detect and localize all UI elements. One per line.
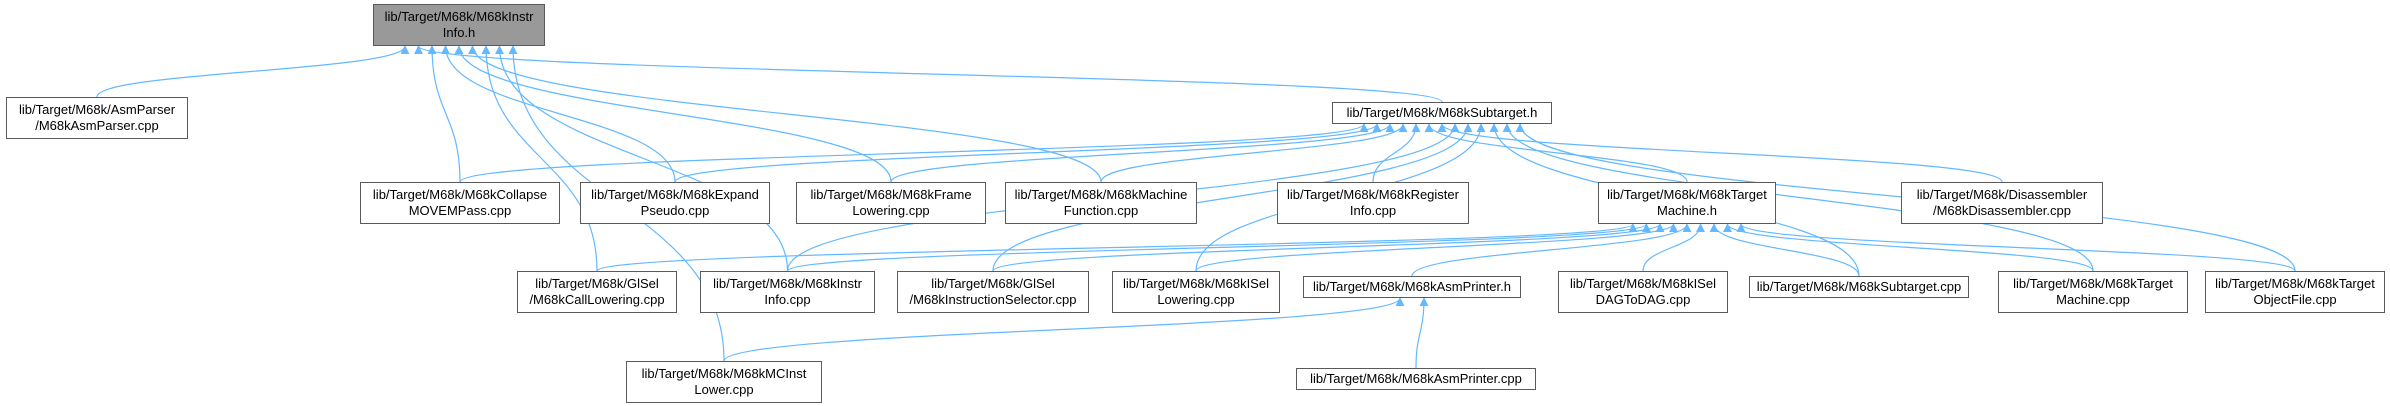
graph-node-isellowering-cpp[interactable]: lib/Target/M68k/M68kISel Lowering.cpp <box>1112 271 1280 313</box>
edge-asmprinter-h-to-targetmachine-h <box>1411 223 1692 277</box>
graph-node-disasm-cpp[interactable]: lib/Target/M68k/Disassembler /M68kDisass… <box>1901 182 2103 224</box>
graph-node-frame-cpp[interactable]: lib/Target/M68k/M68kFrame Lowering.cpp <box>796 182 986 224</box>
graph-node-instrinfo-h[interactable]: lib/Target/M68k/M68kInstr Info.h <box>373 4 545 46</box>
edge-subtarget-cpp-to-targetmachine-h <box>1709 223 1860 277</box>
graph-node-targetobj-cpp[interactable]: lib/Target/M68k/M68kTarget ObjectFile.cp… <box>2205 271 2385 313</box>
edge-targetmachine-h-to-subtarget-h <box>1424 123 1688 183</box>
edge-register-cpp-to-subtarget-h <box>1372 123 1421 183</box>
edge-expand-cpp-to-subtarget-h <box>674 123 1382 183</box>
graph-node-targetmachine-h[interactable]: lib/Target/M68k/M68kTarget Machine.h <box>1598 182 1776 224</box>
edge-targetmachine-cpp-to-targetmachine-h <box>1723 223 2094 272</box>
edge-calllowering-cpp-to-instrinfo-h <box>481 45 598 272</box>
graph-node-instrselector-cpp[interactable]: lib/Target/M68k/GlSel /M68kInstructionSe… <box>897 271 1089 313</box>
edge-collapse-cpp-to-subtarget-h <box>459 123 1369 183</box>
edge-machinefn-cpp-to-subtarget-h <box>1100 123 1408 183</box>
graph-node-collapse-cpp[interactable]: lib/Target/M68k/M68kCollapse MOVEMPass.c… <box>360 182 560 224</box>
graph-node-expand-cpp[interactable]: lib/Target/M68k/M68kExpand Pseudo.cpp <box>580 182 770 224</box>
graph-node-asmparser-cpp[interactable]: lib/Target/M68k/AsmParser /M68kAsmParser… <box>6 97 188 139</box>
graph-node-machinefn-cpp[interactable]: lib/Target/M68k/M68kMachine Function.cpp <box>1005 182 1197 224</box>
edge-instrinfo-cpp-to-targetmachine-h <box>786 223 1651 272</box>
edge-targetmachine-cpp-to-subtarget-h <box>1502 123 2094 272</box>
graph-node-instrinfo-cpp[interactable]: lib/Target/M68k/M68kInstr Info.cpp <box>700 271 875 313</box>
edge-instrinfo-cpp-to-instrinfo-h <box>495 45 789 272</box>
graph-node-subtarget-cpp[interactable]: lib/Target/M68k/M68kSubtarget.cpp <box>1749 276 1969 298</box>
edge-collapse-cpp-to-instrinfo-h <box>427 45 461 183</box>
edge-targetobj-cpp-to-targetmachine-h <box>1736 223 2296 272</box>
edge-frame-cpp-to-subtarget-h <box>890 123 1395 183</box>
edge-asmparser-cpp-to-instrinfo-h <box>96 45 410 98</box>
edge-frame-cpp-to-instrinfo-h <box>454 45 892 183</box>
edge-machinefn-cpp-to-instrinfo-h <box>468 45 1102 183</box>
edge-expand-cpp-to-instrinfo-h <box>441 45 676 183</box>
graph-node-targetmachine-cpp[interactable]: lib/Target/M68k/M68kTarget Machine.cpp <box>1998 271 2188 313</box>
graph-node-asmprinter-cpp[interactable]: lib/Target/M68k/M68kAsmPrinter.cpp <box>1296 368 1536 390</box>
edge-disasm-cpp-to-subtarget-h <box>1437 123 2003 183</box>
edge-instrselector-cpp-to-targetmachine-h <box>992 223 1665 272</box>
graph-node-mcinstlower-cpp[interactable]: lib/Target/M68k/M68kMCInst Lower.cpp <box>626 361 822 403</box>
graph-node-calllowering-cpp[interactable]: lib/Target/M68k/GlSel /M68kCallLowering.… <box>517 271 677 313</box>
graph-node-asmprinter-h[interactable]: lib/Target/M68k/M68kAsmPrinter.h <box>1303 276 1521 298</box>
edge-asmprinter-cpp-to-asmprinter-h <box>1415 297 1429 369</box>
edge-calllowering-cpp-to-targetmachine-h <box>596 223 1638 272</box>
edge-iseldag-cpp-to-targetmachine-h <box>1642 223 1705 272</box>
edge-subtarget-h-to-instrinfo-h <box>414 45 1443 103</box>
edge-instrselector-cpp-to-subtarget-h <box>992 123 1473 272</box>
graph-node-register-cpp[interactable]: lib/Target/M68k/M68kRegister Info.cpp <box>1277 182 1469 224</box>
graph-node-iseldag-cpp[interactable]: lib/Target/M68k/M68kISel DAGToDAG.cpp <box>1558 271 1728 313</box>
edge-isellowering-cpp-to-targetmachine-h <box>1195 223 1678 272</box>
graph-node-subtarget-h[interactable]: lib/Target/M68k/M68kSubtarget.h <box>1332 102 1552 124</box>
edge-mcinstlower-cpp-to-asmprinter-h <box>723 297 1405 362</box>
